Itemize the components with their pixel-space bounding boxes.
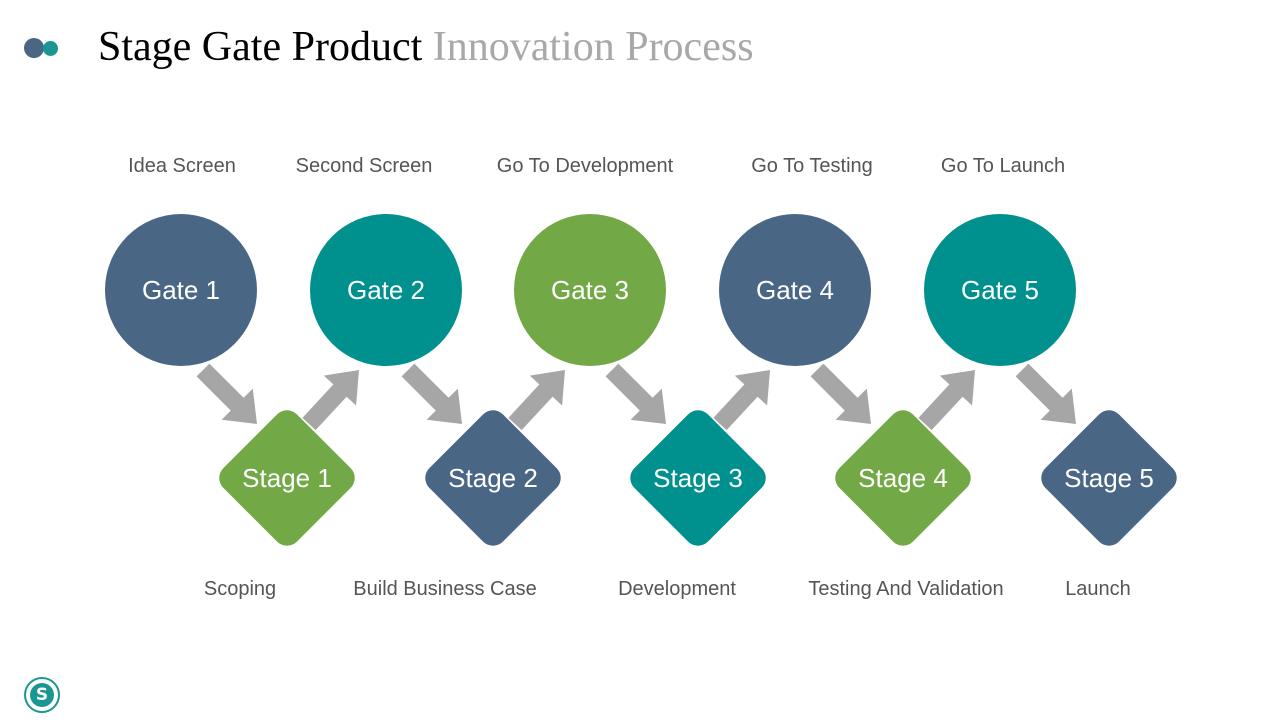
gate-1: Gate 1	[105, 214, 257, 366]
arrow-gate-1-to-stage-1	[196, 363, 257, 424]
title-primary: Stage Gate Product	[98, 24, 423, 70]
stage-3: Stage 3	[624, 404, 772, 552]
gate-5-caption: Go To Launch	[940, 155, 1066, 177]
arrow-gate-3-to-stage-3	[605, 363, 666, 424]
stage-4-label: Stage 4	[858, 462, 948, 493]
arrow-stage-4-to-gate-5	[918, 370, 975, 431]
brand-logo-icon: S	[24, 677, 60, 713]
stage-2-caption: Build Business Case	[353, 578, 537, 600]
stage-5: Stage 5	[1035, 404, 1183, 552]
gate-5-label: Gate 5	[960, 274, 1040, 305]
gate-1-caption: Idea Screen	[128, 155, 236, 177]
stage-1-caption: Scoping	[203, 578, 277, 600]
gate-4: Gate 4	[719, 214, 871, 366]
stage-1-label: Stage 1	[242, 462, 332, 493]
stage-2-label: Stage 2	[448, 462, 538, 493]
stage-1: Stage 1	[213, 404, 361, 552]
gate-3-label: Gate 3	[550, 274, 630, 305]
stage-3-label: Stage 3	[653, 462, 743, 493]
gate-1-label: Gate 1	[141, 274, 221, 305]
title-secondary: Innovation Process	[432, 24, 754, 70]
arrow-gate-4-to-stage-4	[810, 363, 871, 424]
stage-4: Stage 4	[829, 404, 977, 552]
gate-3: Gate 3	[514, 214, 666, 366]
dot-icon	[24, 38, 44, 58]
gate-3-caption: Go To Development	[496, 155, 674, 177]
gate-5: Gate 5	[924, 214, 1076, 366]
gate-4-label: Gate 4	[755, 274, 835, 305]
arrow-stage-1-to-gate-2	[302, 370, 359, 431]
arrow-gate-2-to-stage-2	[401, 363, 462, 424]
dot-icon	[43, 41, 58, 56]
brand-logo-glyph: S	[30, 683, 54, 707]
gate-2-caption: Second Screen	[295, 155, 433, 177]
stage-5-caption: Launch	[1065, 578, 1131, 600]
stage-3-caption: Development	[618, 578, 736, 600]
gate-2-label: Gate 2	[346, 274, 426, 305]
stage-4-caption: Testing And Validation	[808, 578, 1004, 600]
stage-2: Stage 2	[419, 404, 567, 552]
page-title: Stage Gate Product Innovation Process	[98, 20, 754, 74]
arrow-stage-3-to-gate-4	[713, 370, 770, 431]
arrow-stage-2-to-gate-3	[508, 370, 565, 431]
stage-5-label: Stage 5	[1064, 462, 1154, 493]
title-dots-icon	[24, 38, 64, 60]
gate-4-caption: Go To Testing	[751, 155, 873, 177]
arrow-gate-5-to-stage-5	[1015, 363, 1076, 424]
gate-2: Gate 2	[310, 214, 462, 366]
